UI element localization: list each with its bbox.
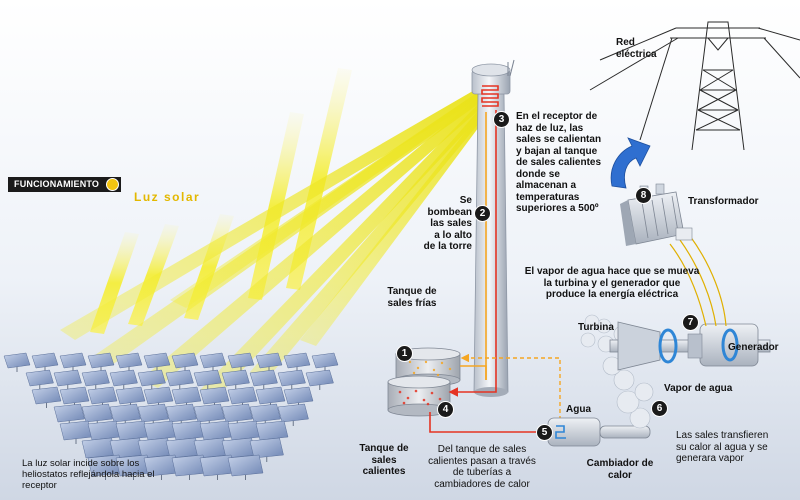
power-cables xyxy=(669,235,727,327)
salts-transfer-label: Las sales transfieren su calor al agua y… xyxy=(676,430,769,464)
sunlight-label: Luz solar xyxy=(134,190,201,204)
heliostat-mirror xyxy=(59,352,87,369)
heliostat-mirror xyxy=(311,352,339,369)
heliostat-mirror xyxy=(143,386,174,405)
grid-label: Red eléctrica xyxy=(616,37,657,60)
funcionamiento-badge: FUNCIONAMIENTO xyxy=(8,177,122,192)
step-3-badge: 3 xyxy=(493,111,510,128)
water-label: Agua xyxy=(566,404,591,415)
heliostat-mirror xyxy=(199,420,233,441)
heliostat-mirror xyxy=(255,352,283,369)
heliostat-caption: La luz solar incide sobre los heliostato… xyxy=(22,458,155,491)
heliostat-mirror xyxy=(25,369,54,387)
heliostat-mirror xyxy=(59,420,93,441)
heliostat-mirror xyxy=(31,386,62,405)
heliostat-mirror xyxy=(87,386,118,405)
heliostat-mirror xyxy=(137,369,166,387)
heliostat-mirror xyxy=(221,369,250,387)
heliostat-mirror xyxy=(227,352,255,369)
heliostat-mirror xyxy=(3,352,31,369)
step-6-badge: 6 xyxy=(651,400,668,417)
heliostat-mirror xyxy=(53,403,85,423)
heliostat-mirror xyxy=(53,369,82,387)
receiver-coil xyxy=(481,85,499,107)
heliostat-mirror xyxy=(115,352,143,369)
pump-label: Se bombean las sales a lo alto de la tor… xyxy=(423,195,472,252)
step-2-badge: 2 xyxy=(474,205,491,222)
heliostat-mirror xyxy=(277,403,309,423)
heliostat-mirror xyxy=(283,386,314,405)
heliostat-mirror xyxy=(143,420,177,441)
heliostat-mirror xyxy=(249,437,284,459)
heliostat-mirror xyxy=(193,403,225,423)
heliostat-mirror xyxy=(143,352,171,369)
heliostat-mirror xyxy=(165,403,197,423)
heliostat-mirror xyxy=(199,386,230,405)
steam-turbine-label: El vapor de agua hace que se mueva la tu… xyxy=(524,266,700,300)
heliostat-mirror xyxy=(227,386,258,405)
heliostat-mirror xyxy=(109,403,141,423)
transformer-label: Transformador xyxy=(688,196,759,207)
transmission-tower xyxy=(589,21,800,151)
heliostat-mirror xyxy=(81,369,110,387)
heliostat-mirror xyxy=(227,420,261,441)
step-5-badge: 5 xyxy=(536,424,553,441)
heliostat-field xyxy=(3,352,339,480)
heliostat-mirror xyxy=(171,420,205,441)
hot-tank-label: Tanque de sales calientes xyxy=(359,443,409,477)
receiver-label: En el receptor de haz de luz, las sales … xyxy=(516,111,602,214)
heliostat-mirror xyxy=(283,352,311,369)
heliostat-mirror xyxy=(193,369,222,387)
steam-label: Vapor de agua xyxy=(664,383,733,394)
cold-tank-label: Tanque de sales frías xyxy=(387,286,437,309)
heliostat-mirror xyxy=(249,403,281,423)
heliostat-mirror xyxy=(227,454,264,477)
heliostat-mirror xyxy=(59,386,90,405)
solar-tower xyxy=(471,59,515,397)
heliostat-mirror xyxy=(137,403,169,423)
heliostat-mirror xyxy=(199,352,227,369)
reflected-beams xyxy=(60,88,490,396)
heliostat-mirror xyxy=(109,369,138,387)
heat-exchanger xyxy=(547,417,651,447)
heliostat-mirror xyxy=(87,352,115,369)
sun-dot-icon xyxy=(106,178,120,191)
heliostat-mirror xyxy=(115,386,146,405)
funcionamiento-label: FUNCIONAMIENTO xyxy=(14,179,100,189)
heliostat-mirror xyxy=(221,403,253,423)
heliostat-mirror xyxy=(31,352,59,369)
step-8-badge: 8 xyxy=(635,187,652,204)
pipes-label: Del tanque de sales calientes pasan a tr… xyxy=(428,444,536,490)
heliostat-mirror xyxy=(87,420,121,441)
heliostat-mirror xyxy=(305,369,334,387)
heliostat-mirror xyxy=(249,369,278,387)
heliostat-mirror xyxy=(171,386,202,405)
heliostat-mirror xyxy=(255,420,289,441)
grid-arrow xyxy=(610,137,651,189)
heliostat-mirror xyxy=(277,369,306,387)
heliostat-mirror xyxy=(81,403,113,423)
heliostat-mirror xyxy=(165,369,194,387)
turbine-label: Turbina xyxy=(578,322,614,333)
transformer xyxy=(620,183,693,246)
heliostat-mirror xyxy=(115,420,149,441)
generator-label: Generador xyxy=(728,342,779,353)
step-7-badge: 7 xyxy=(682,314,699,331)
heliostat-mirror xyxy=(255,386,286,405)
heliostat-mirror xyxy=(171,352,199,369)
step-1-badge: 1 xyxy=(396,345,413,362)
step-4-badge: 4 xyxy=(437,401,454,418)
exchanger-label: Cambiador de calor xyxy=(586,458,654,481)
turbine-generator xyxy=(609,321,771,371)
salt-pipes xyxy=(429,353,561,437)
